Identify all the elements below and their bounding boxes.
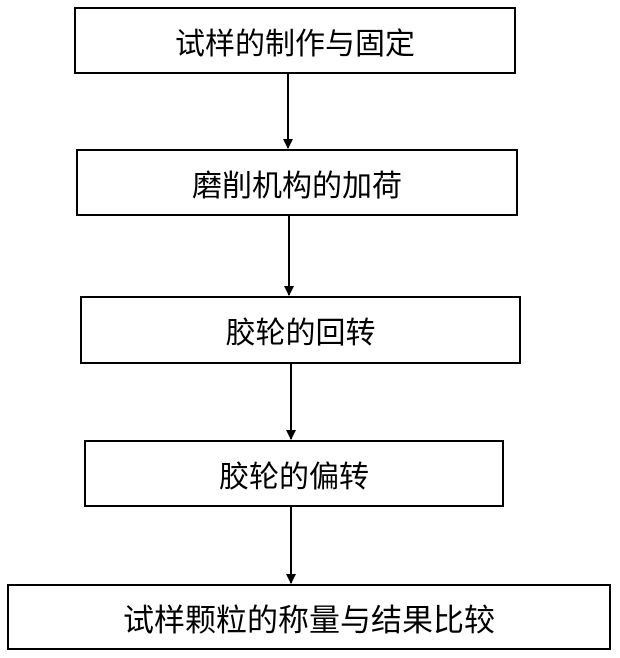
step-label: 试样颗粒的称量与结果比较 xyxy=(123,595,495,640)
step-weighing-comparison-box: 试样颗粒的称量与结果比较 xyxy=(7,584,611,650)
step-wheel-rotation-box: 胶轮的回转 xyxy=(80,296,521,364)
step-wheel-deflection-box: 胶轮的偏转 xyxy=(84,440,504,507)
step-grinding-loading-box: 磨削机构的加荷 xyxy=(76,149,518,216)
step-sample-preparation-box: 试样的制作与固定 xyxy=(74,7,516,74)
step-label: 试样的制作与固定 xyxy=(175,19,415,63)
step-label: 胶轮的回转 xyxy=(226,308,376,352)
step-label: 磨削机构的加荷 xyxy=(192,161,402,205)
step-label: 胶轮的偏转 xyxy=(219,452,369,496)
